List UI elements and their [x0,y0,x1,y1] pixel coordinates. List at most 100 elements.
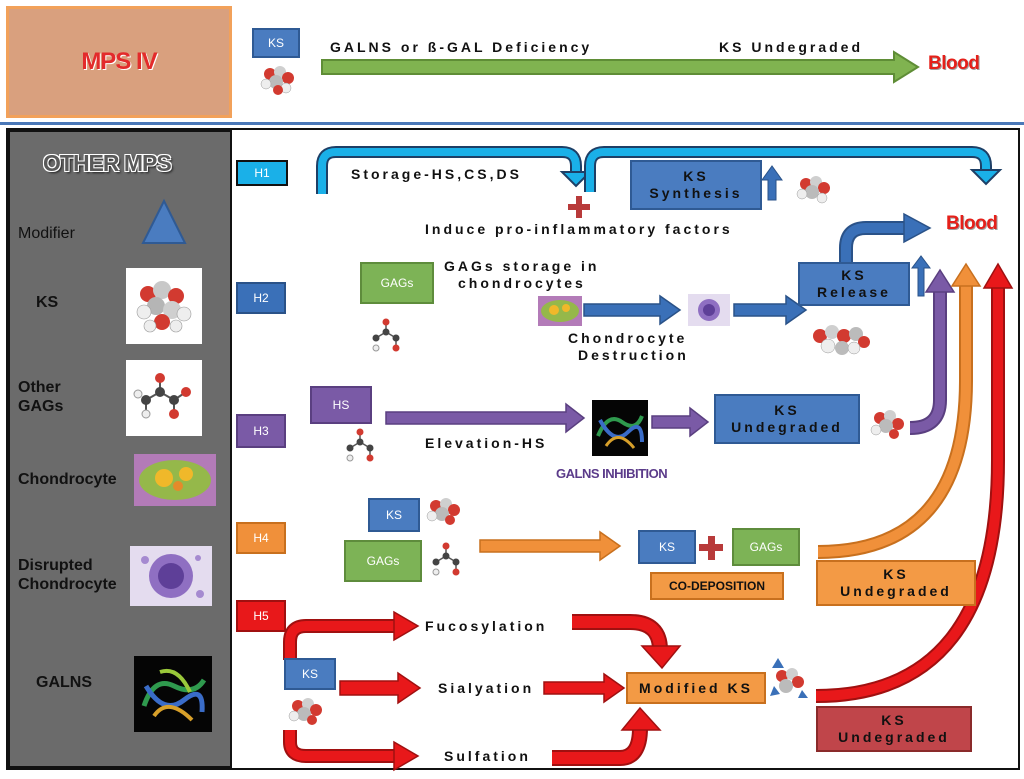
legend-modifier-label: Modifier [18,225,75,242]
h4-label-text: H4 [253,531,269,545]
h1-ks-synthesis-line1: KS [683,168,709,184]
h3-undegraded-line1: KS [774,402,800,418]
h2-destruction-text-2: Destruction [578,347,689,363]
mps4-ks-label: KS [267,36,284,50]
legend-chondrocyte-thumb [134,454,216,506]
h2-storage-text-1: GAGs storage in [444,258,600,274]
galns-protein-icon [141,669,207,722]
h1-ks-molecule-icon [796,176,830,204]
h5-ks-molecule-icon [288,698,322,725]
legend-disrupted-label-1: Disrupted [18,557,93,574]
mps4-title: MPS IV [81,48,157,75]
h4-ks-molecule-icon [426,498,460,525]
h4-blood-arrow [817,286,971,557]
h4-gags2-label: GAGs [749,540,783,554]
h4-ks-box-2: KS [638,530,696,564]
h3-ks-molecule-icon [870,410,904,439]
h4-codeposition-label: CO-DEPOSITION [668,579,765,593]
h2-label-text: H2 [253,291,269,305]
h5-sulfation-arrow [285,730,396,761]
h2-storage-text-2: chondrocytes [458,275,586,291]
h3-gag-molecule-icon [346,428,374,462]
h2-blood-arrow [841,223,906,262]
legend-galns-label: GALNS [36,674,92,691]
mps4-deficiency-text: GALNS or ß-GAL Deficiency [330,39,593,55]
h5-undegraded-line1: KS [881,712,907,728]
h4-label: H4 [236,522,286,554]
h3-label-text: H3 [253,424,269,438]
h2-release-line1: KS [841,267,867,283]
h1-label: H1 [236,160,288,186]
h4-codeposition-box: CO-DEPOSITION [650,572,784,600]
h2-disrupted-chondrocyte-icon [688,294,730,326]
h2-gags-box: GAGs [360,262,434,304]
h1-storage-text: Storage-HS,CS,DS [351,166,522,182]
h5-fuco-to-modified-arrow [572,616,666,651]
mps4-ks-molecule-icon [260,66,294,95]
h2-arrow-1 [583,294,682,326]
h4-arrow-1 [479,530,622,562]
legend-galns-thumb [134,656,212,732]
modifier-triangle-icon [141,198,187,244]
h2-ks-release-box: KS Release [798,262,910,306]
h5-modified-ks-box: Modified KS [626,672,766,704]
legend-disrupted-label-2: Chondrocyte [18,576,117,593]
h4-gags-box-2: GAGs [732,528,800,566]
legend-other-gags-label-2: GAGs [18,398,64,415]
h5-sialy-to-modified-arrow [543,672,626,704]
mps4-title-box: MPS IV [6,6,232,118]
h5-modified-ks-label: Modified KS [639,680,753,696]
h2-destruction-text-1: Chondrocyte [568,330,688,346]
h3-label: H3 [236,414,286,448]
mps4-undegraded-text: KS Undegraded [719,39,864,55]
h1-ks-synthesis-box: KS Synthesis [630,160,762,210]
h5-fucosylation-arrow [285,621,396,660]
h4-gag-molecule-icon [432,542,460,576]
h4-ks-undegraded-box: KS Undegraded [816,560,976,606]
h2-up-arrow [911,255,931,297]
h1-label-text: H1 [254,166,270,180]
legend-other-gags-label-1: Other [18,379,61,396]
h1-induce-text: Induce pro-inflammatory factors [425,221,733,237]
h4-gags-label: GAGs [366,554,400,568]
disrupted-chondrocyte-icon [141,554,204,598]
h3-undegraded-line2: Undegraded [731,419,843,435]
h4-plus-icon [699,536,723,560]
h1-blood-label: Blood [946,213,998,234]
h5-sulf-to-modified-arrow [552,727,646,764]
h2-arrow-2 [733,294,808,326]
section-divider [0,122,1024,125]
h1-ks-synthesis-line2: Synthesis [649,185,743,201]
legend-disrupted-thumb [130,546,212,606]
h5-ks-box: KS [284,658,336,690]
h5-label: H5 [236,600,286,632]
h2-gag-molecule-icon [372,318,400,352]
h5-sialyation-text: Sialyation [438,680,535,696]
h3-arrow-1 [385,402,586,434]
h3-galns-protein-icon [592,400,648,456]
h2-label: H2 [236,282,286,314]
h5-fucosylation-text: Fucosylation [425,618,548,634]
h1-up-arrow [761,165,783,201]
h2-chondrocyte-icon [538,296,582,326]
h5-blood-arrow [815,288,1003,701]
h5-label-text: H5 [253,609,269,623]
legend-ks-label: KS [36,294,59,311]
h3-elevation-text: Elevation-HS [425,435,548,451]
h5-ks-label: KS [301,667,318,681]
h3-inhibition-text: GALNS INHIBITION [556,466,668,481]
h3-arrow-2 [651,406,710,438]
h2-gags-label: GAGs [380,276,414,290]
mps4-arrow [321,50,920,84]
h3-blood-arrow [909,292,945,433]
h4-ks-box: KS [368,498,420,532]
h4-undegraded-line1: KS [883,566,909,582]
legend-chondrocyte-label: Chondrocyte [18,471,117,488]
h4-undegraded-line2: Undegraded [840,583,952,599]
h2-ks-molecules-icon [813,325,870,355]
h5-modified-molecule-icon [770,658,808,698]
h4-ks2-label: KS [658,540,675,554]
h5-sialyation-arrow [339,671,422,705]
h5-sulfation-text: Sulfation [444,748,531,764]
